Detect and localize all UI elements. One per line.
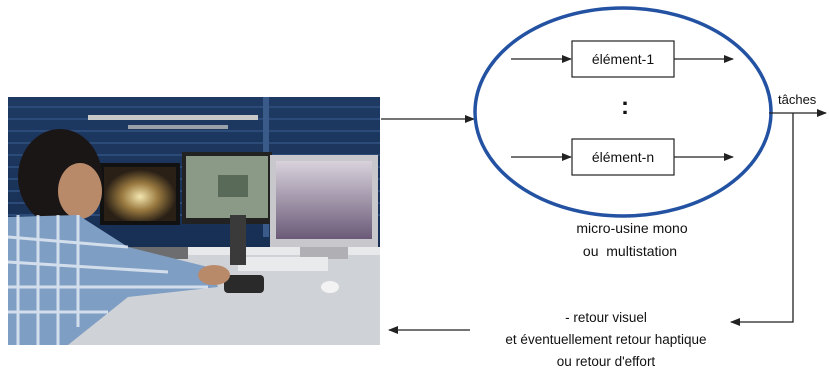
micro-factory-caption-line2: ou multistation — [583, 243, 677, 259]
feedback-line3: ou retour d'effort — [557, 354, 656, 369]
element-1-box — [571, 40, 675, 78]
element-n-box — [571, 138, 675, 176]
micro-factory-caption-line1: micro-usine mono — [576, 220, 687, 236]
micro-factory-ellipse — [473, 6, 773, 218]
feedback-line2: et éventuellement retour haptique — [505, 332, 706, 347]
element-n-label: élément-n — [592, 149, 654, 165]
feedback-line1: - retour visuel — [565, 310, 647, 325]
ellipsis-dots: : — [621, 93, 629, 120]
tasks-label: tâches — [778, 92, 817, 107]
operator-photo — [8, 97, 380, 345]
operator-photo-image — [8, 97, 380, 345]
element-1-label: élément-1 — [592, 51, 654, 67]
feedback-return-line — [730, 113, 794, 326]
